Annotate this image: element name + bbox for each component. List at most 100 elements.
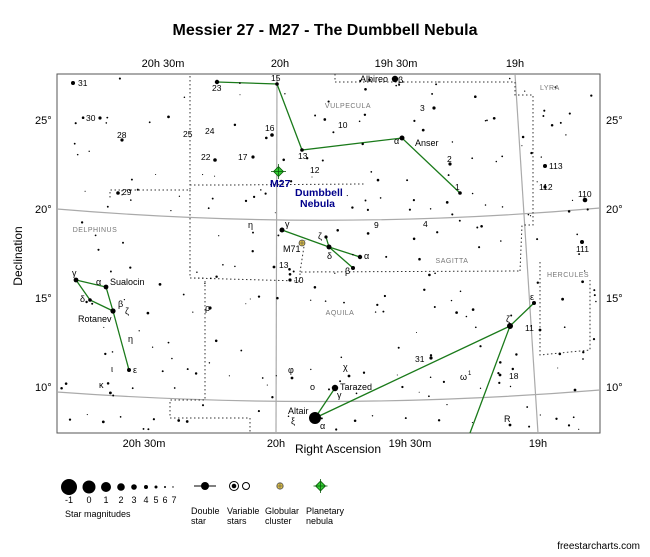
const-delphinus: DELPHINUS <box>73 227 118 234</box>
faint-star <box>376 303 379 307</box>
label-delta-sge: δ <box>327 251 332 261</box>
faint-star <box>245 303 247 305</box>
faint-star <box>593 289 596 292</box>
faint-star <box>451 141 454 143</box>
label-xi-aql: ξ <box>291 416 295 426</box>
star-phi-aql <box>290 376 294 380</box>
faint-star <box>218 235 220 237</box>
faint-star <box>152 418 155 421</box>
faint-star <box>413 119 416 122</box>
faint-star <box>476 226 479 229</box>
num-24: 24 <box>205 126 215 136</box>
faint-star <box>543 109 546 112</box>
legend-mag-6 <box>164 486 166 488</box>
star-zeta-aql <box>507 323 513 329</box>
faint-star <box>207 207 210 210</box>
legend-mag-caption: Star magnitudes <box>65 509 131 519</box>
num-3: 3 <box>420 103 425 113</box>
legend-mag-label-8: 7 <box>171 495 176 505</box>
faint-star <box>363 113 367 117</box>
faint-star <box>511 367 515 371</box>
faint-star <box>80 221 84 224</box>
faint-star <box>371 415 374 417</box>
faint-star <box>252 195 256 199</box>
aquila-lines-c <box>469 325 511 434</box>
faint-star <box>311 176 313 178</box>
label-beta-cyg: β <box>398 75 403 85</box>
ra-bottom-tick-1: 20h <box>267 438 285 450</box>
faint-star <box>582 351 585 354</box>
faint-star <box>323 118 327 121</box>
faint-star <box>540 156 542 158</box>
label-eta-sge: η <box>248 220 253 230</box>
dec-right-tick-2: 15° <box>606 293 623 305</box>
num-4: 4 <box>423 219 428 229</box>
faint-star <box>76 153 79 156</box>
faint-star <box>581 280 584 284</box>
num-28: 28 <box>117 130 127 140</box>
label-delta-del: δ <box>80 294 85 304</box>
num-15: 15 <box>271 73 281 83</box>
faint-star <box>471 422 473 424</box>
faint-star <box>352 253 354 256</box>
faint-star <box>479 387 482 389</box>
label-gamma-aql: γ <box>337 390 342 400</box>
faint-star <box>515 353 518 356</box>
faint-star <box>395 84 398 87</box>
faint-star <box>550 124 554 127</box>
faint-star <box>478 246 481 249</box>
num-11: 11 <box>525 323 534 333</box>
star-28 <box>120 138 124 142</box>
faint-star <box>459 290 462 293</box>
legend-planetary-nebula-label: Planetary nebula <box>306 506 347 526</box>
faint-star <box>582 358 584 360</box>
faint-star <box>521 145 523 147</box>
faint-star <box>366 208 369 211</box>
asterism-lines <box>75 81 535 434</box>
dec-left-tick-3: 10° <box>35 382 52 394</box>
faint-star <box>130 199 132 201</box>
faint-star <box>382 310 385 313</box>
credit: freestarcharts.com <box>557 541 640 552</box>
faint-star <box>471 157 474 160</box>
faint-star <box>343 301 345 304</box>
legend-mag-label-7: 6 <box>162 495 167 505</box>
legend-mag-label-2: 1 <box>103 495 108 505</box>
num-10-aql: 10 <box>294 275 304 285</box>
map-frame <box>56 73 601 434</box>
star-epsilon-aql <box>532 301 536 305</box>
ra-gridline-20h <box>275 73 278 434</box>
faint-star <box>271 396 274 399</box>
faint-star <box>554 86 557 89</box>
faint-star <box>428 395 430 398</box>
faint-star <box>336 229 339 232</box>
faint-star <box>264 136 268 140</box>
faint-star <box>73 142 76 145</box>
label-phi-aql: φ <box>288 365 294 375</box>
faint-star <box>111 351 114 353</box>
num-16: 16 <box>265 123 275 133</box>
m27-name-line2: Nebula <box>300 198 335 210</box>
label-omicron-aql: ο <box>310 382 315 392</box>
faint-star <box>492 116 496 120</box>
const-lyra: LYRA <box>540 85 560 92</box>
legend-mag-label-0: -1 <box>65 495 73 505</box>
faint-star <box>376 178 380 182</box>
dec-right-tick-1: 20° <box>606 204 623 216</box>
faint-star <box>571 199 574 202</box>
num-31: 31 <box>78 78 88 88</box>
faint-star <box>94 234 97 237</box>
faint-star <box>397 346 400 349</box>
faint-star <box>173 387 176 389</box>
legend-double-star-label: Double star <box>191 506 222 526</box>
faint-star <box>86 414 88 416</box>
faint-star <box>361 142 364 146</box>
dec-right-tick-0: 25° <box>606 115 623 127</box>
faint-star <box>204 282 206 285</box>
faint-star <box>415 331 418 334</box>
faint-star <box>313 286 317 289</box>
faint-star <box>106 116 109 119</box>
faint-star <box>222 263 224 266</box>
faint-star <box>521 135 525 139</box>
faint-star <box>353 419 357 422</box>
